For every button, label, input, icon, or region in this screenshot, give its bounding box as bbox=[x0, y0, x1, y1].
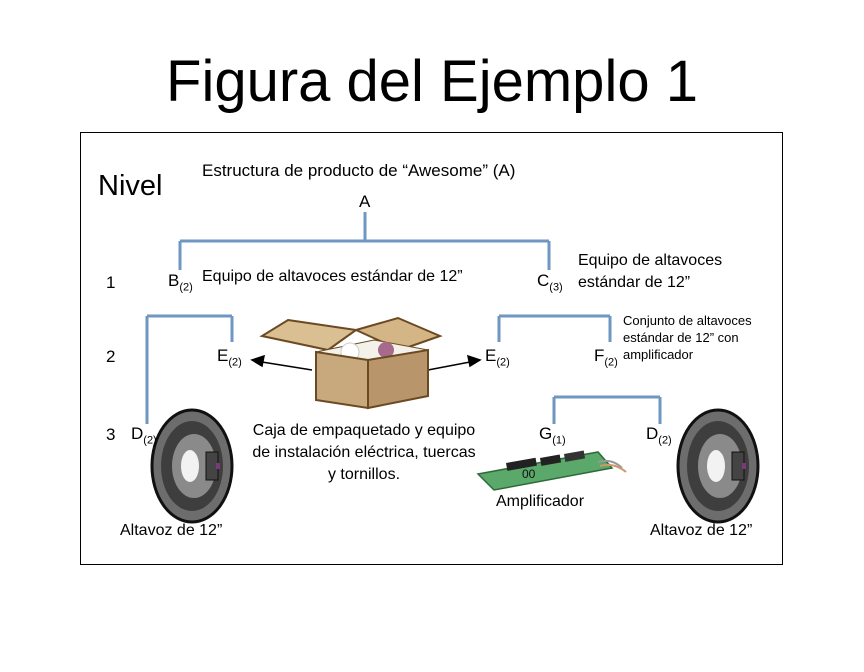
speaker-icon bbox=[676, 408, 760, 524]
node-a: A bbox=[359, 192, 371, 211]
node-d-right: D(2) bbox=[646, 424, 672, 447]
diagram-frame bbox=[80, 132, 783, 565]
level-2: 2 bbox=[106, 347, 116, 366]
node-c: C(3) bbox=[537, 271, 563, 294]
node-b: B(2) bbox=[168, 271, 193, 294]
tree-lines bbox=[145, 212, 662, 424]
level-label: Nivel bbox=[98, 170, 163, 202]
node-f: F(2) bbox=[594, 346, 618, 369]
level-1: 1 bbox=[106, 273, 116, 292]
structure-heading: Estructura de producto de “Awesome” (A) bbox=[202, 161, 516, 180]
svg-text:00: 00 bbox=[522, 467, 536, 481]
speaker-left-label: Altavoz de 12” bbox=[120, 522, 223, 539]
speaker-icon bbox=[150, 408, 234, 524]
node-g: G(1) bbox=[539, 424, 566, 447]
level-3: 3 bbox=[106, 425, 116, 444]
speaker-right-label: Altavoz de 12” bbox=[650, 522, 753, 539]
box-arrows bbox=[250, 354, 482, 371]
f-description: Conjunto de altavoces estándar de 12” co… bbox=[623, 313, 752, 362]
node-d-left: D(2) bbox=[131, 424, 157, 447]
node-e-left: E(2) bbox=[217, 346, 242, 369]
amplifier-board-icon: 00 bbox=[476, 450, 627, 491]
amplifier-label: Amplificador bbox=[496, 493, 585, 510]
b-description: Equipo de altavoces estándar de 12” bbox=[202, 268, 463, 285]
box-description: Caja de empaquetado y equipo de instalac… bbox=[252, 422, 476, 483]
node-e-right: E(2) bbox=[485, 346, 510, 369]
box-icon bbox=[259, 316, 443, 410]
c-description: Equipo de altavoces estándar de 12” bbox=[578, 252, 723, 291]
page-title: Figura del Ejemplo 1 bbox=[166, 49, 698, 114]
